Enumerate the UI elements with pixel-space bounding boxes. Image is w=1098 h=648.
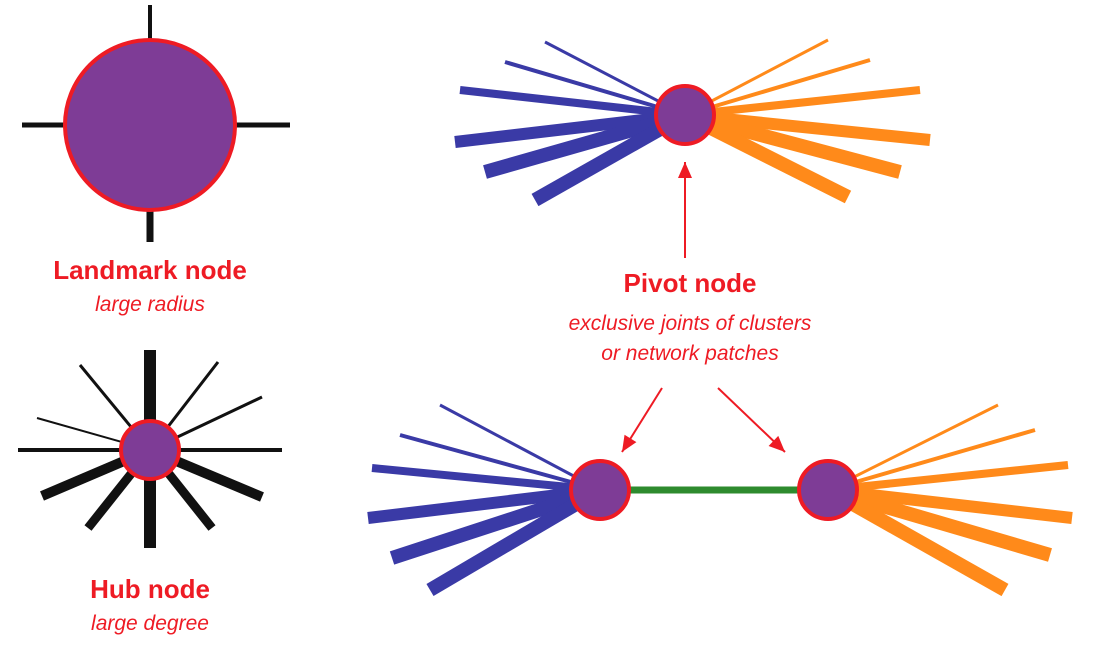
- landmark-node: [63, 38, 237, 212]
- hub-node: [119, 419, 181, 481]
- pivot-top-orange-edge: [684, 58, 871, 117]
- hub-node-subtitle: large degree: [91, 612, 209, 635]
- pivot-left-blue-edge: [426, 483, 604, 597]
- pivot-top-orange-edge: [683, 108, 902, 179]
- pivot-top-blue-edge: [483, 108, 687, 179]
- pivot-node-subtitle-line1: exclusive joints of clusters: [568, 312, 812, 335]
- pivot-node-bottom-left: [569, 459, 631, 521]
- pivot-top-orange-edge: [684, 86, 921, 119]
- landmark-node-subtitle: large radius: [95, 293, 205, 316]
- pivot-right-orange-edge: [827, 403, 999, 492]
- pivot-node-title: Pivot node: [623, 268, 757, 298]
- nodes-layer: [63, 38, 859, 521]
- pivot-left-blue-edge: [389, 483, 603, 565]
- pivot-right-orange-edge: [827, 461, 1069, 494]
- arrow-to-bottom-left-pivot-head: [622, 434, 637, 452]
- hub-node-title: Hub node: [90, 574, 210, 604]
- pivot-left-blue-edge: [367, 484, 601, 524]
- landmark-node-title: Landmark node: [53, 255, 247, 285]
- pivot-top-blue-edge: [459, 86, 686, 119]
- arrow-to-bottom-right-pivot-head: [768, 435, 785, 452]
- arrows-layer: [621, 162, 786, 453]
- pivot-right-orange-edge: [824, 483, 1009, 597]
- pivot-right-orange-edge: [826, 483, 1052, 562]
- pivot-node-bottom-right: [797, 459, 859, 521]
- pivot-node-subtitle-line2: or network patches: [601, 342, 779, 365]
- pivot-node-top: [654, 84, 716, 146]
- arrow-to-top-pivot-head: [678, 162, 692, 178]
- pivot-left-blue-edge: [399, 433, 601, 492]
- pivot-left-blue-edge: [371, 464, 601, 494]
- pivot-right-orange-edge: [827, 428, 1036, 492]
- pivot-top-blue-edge: [504, 60, 686, 117]
